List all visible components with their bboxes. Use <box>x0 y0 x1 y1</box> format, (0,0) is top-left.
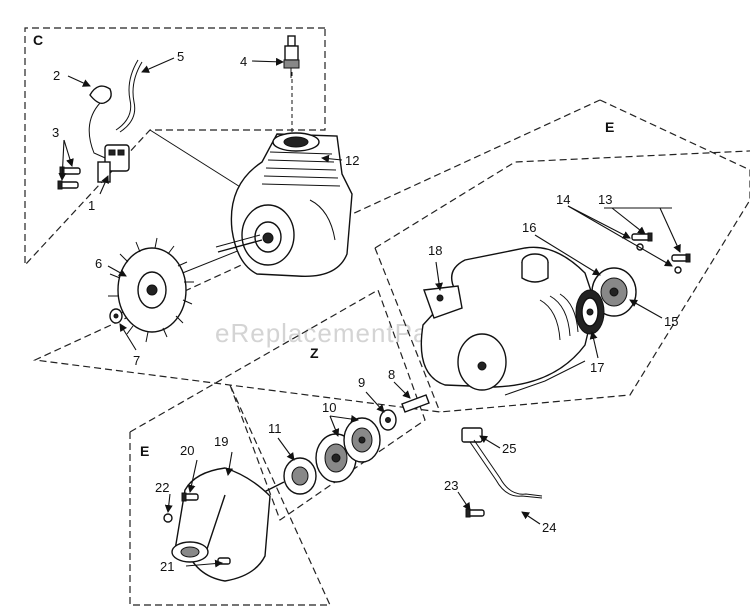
section-c-boundary <box>24 27 326 267</box>
callout-5: 5 <box>177 49 184 64</box>
clutch-pin-part <box>401 394 430 413</box>
section-label-c: C <box>33 32 43 48</box>
starter-housing-part <box>420 246 596 396</box>
callout-6: 6 <box>95 256 102 271</box>
leader-lines <box>58 57 681 568</box>
ground-wire-part <box>115 59 143 133</box>
callout-12: 12 <box>345 153 359 168</box>
callout-23: 23 <box>444 478 458 493</box>
rewind-spring-part <box>575 289 605 335</box>
section-e-main-boundary <box>32 99 750 413</box>
callout-1: 1 <box>88 198 95 213</box>
section-label-e-main: E <box>605 119 614 135</box>
callout-14: 14 <box>556 192 570 207</box>
callout-19: 19 <box>214 434 228 449</box>
callout-11: 11 <box>268 421 282 436</box>
section-label-z: Z <box>310 345 319 361</box>
crankshaft-part <box>215 234 263 253</box>
flywheel-nut-part <box>109 308 123 324</box>
stop-switch-part <box>461 427 543 518</box>
callout-7: 7 <box>133 353 140 368</box>
section-label-e-lower: E <box>140 443 149 459</box>
callout-3: 3 <box>52 125 59 140</box>
pulley-screws-part <box>631 232 691 274</box>
callout-22: 22 <box>155 480 169 495</box>
clutch-washer-part <box>379 409 397 431</box>
spark-plug-part <box>283 35 300 78</box>
callout-25: 25 <box>502 441 516 456</box>
callout-labels: 1 2 3 4 5 6 7 8 9 10 11 12 13 14 15 16 1… <box>52 49 678 574</box>
callout-18: 18 <box>428 243 442 258</box>
clutch-drum-part <box>263 457 317 495</box>
assembly-line-ignition <box>149 129 246 191</box>
callout-24: 24 <box>542 520 556 535</box>
callout-4: 4 <box>240 54 247 69</box>
callout-17: 17 <box>590 360 604 375</box>
clutch-shoe-part <box>315 417 381 483</box>
callout-21: 21 <box>160 559 174 574</box>
callout-9: 9 <box>358 375 365 390</box>
callout-15: 15 <box>664 314 678 329</box>
flywheel-part <box>108 237 194 343</box>
callout-13: 13 <box>598 192 612 207</box>
engine-block-part <box>230 132 353 278</box>
coil-screws-part <box>57 166 81 190</box>
callout-10: 10 <box>322 400 336 415</box>
callout-16: 16 <box>522 220 536 235</box>
ignition-coil-part <box>88 85 130 183</box>
callout-20: 20 <box>180 443 194 458</box>
housing-bracket-part <box>423 285 463 319</box>
section-z-boundary <box>129 289 426 521</box>
callout-8: 8 <box>388 367 395 382</box>
gear-case-cover-part <box>171 467 271 582</box>
callout-2: 2 <box>53 68 60 83</box>
